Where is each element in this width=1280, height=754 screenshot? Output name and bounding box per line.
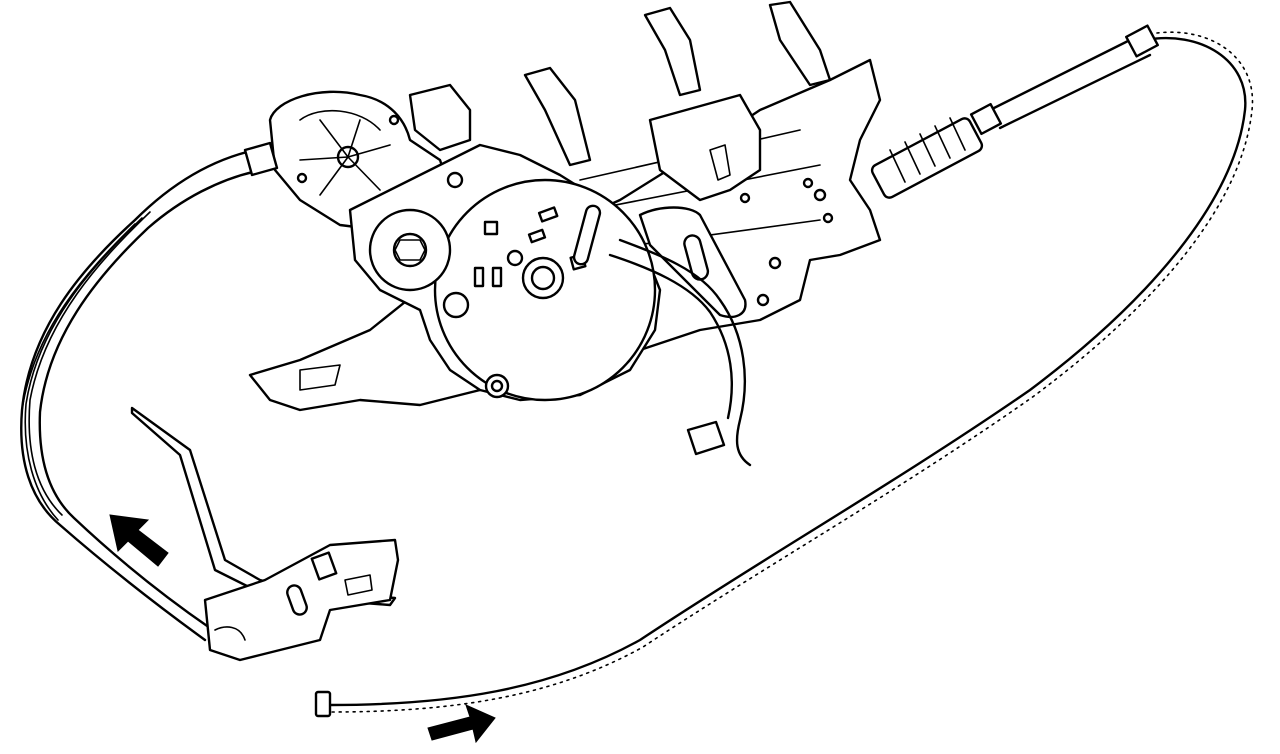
arrow-right-icon <box>427 704 496 744</box>
right-cable <box>328 31 1254 713</box>
lever-bracket <box>130 406 400 662</box>
wire-harness <box>608 238 752 467</box>
left-cable <box>20 148 264 642</box>
upper-brackets <box>523 0 832 202</box>
motor-assembly <box>348 143 662 402</box>
cable-grip <box>870 24 1159 199</box>
arrow-up-left-icon <box>109 514 169 567</box>
cable-attach <box>243 141 279 177</box>
cable-end-fitting <box>314 690 332 718</box>
